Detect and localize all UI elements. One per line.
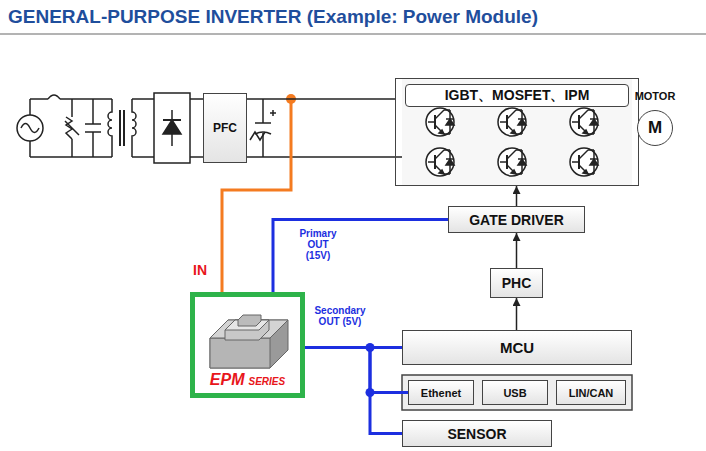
- product-name: EPM: [210, 371, 245, 389]
- pfc-box: PFC: [203, 93, 247, 163]
- signal-line: [516, 233, 518, 268]
- epm-fill: [190, 292, 305, 398]
- gate-driver-box: GATE DRIVER: [448, 206, 585, 233]
- interface-box: Ethenet: [408, 380, 474, 405]
- input-circuit: [17, 93, 402, 163]
- output-label: Primary OUT (15V): [296, 228, 340, 261]
- output-label: Secondary OUT (5V): [312, 305, 368, 327]
- signal-line: [516, 186, 518, 206]
- phc-box: PHC: [490, 268, 543, 298]
- interface-band: [402, 375, 632, 410]
- node-label: PHC: [502, 275, 532, 291]
- title-rule: [0, 33, 706, 35]
- signal-line: [516, 298, 518, 330]
- power-output-line: [305, 348, 402, 434]
- node-label: LIN/CAN: [569, 387, 614, 399]
- product-series: SERIES: [248, 376, 285, 389]
- interface-box: USB: [482, 380, 548, 405]
- motor-heading: MOTOR: [635, 90, 676, 102]
- epm-module: EPMSERIES: [190, 292, 305, 398]
- power-module: IGBT、MOSFET、IPM: [395, 78, 639, 186]
- node-label: M: [648, 118, 662, 138]
- power-output-line: [273, 220, 448, 293]
- signal-line: [247, 98, 395, 100]
- node-label: MCU: [500, 339, 534, 356]
- node-label: Ethenet: [421, 387, 461, 399]
- epm-device: [210, 315, 288, 368]
- interface-box: LIN/CAN: [556, 380, 626, 405]
- module-fill: [402, 78, 632, 186]
- transistor-symbols: [426, 108, 598, 176]
- node-label: PFC: [213, 121, 237, 135]
- sensor-box: SENSOR: [402, 420, 552, 447]
- power-output-line: [305, 348, 408, 393]
- node-label: USB: [503, 387, 526, 399]
- mcu-box: MCU: [402, 330, 632, 365]
- node-label: SENSOR: [447, 426, 506, 442]
- signal-label: IN: [193, 262, 207, 278]
- node-label: GATE DRIVER: [469, 212, 564, 228]
- diagram-title: GENERAL-PURPOSE INVERTER (Example: Power…: [8, 6, 538, 28]
- module-heading: IGBT、MOSFET、IPM: [405, 84, 629, 107]
- motor-circle: MOTORM: [637, 110, 673, 146]
